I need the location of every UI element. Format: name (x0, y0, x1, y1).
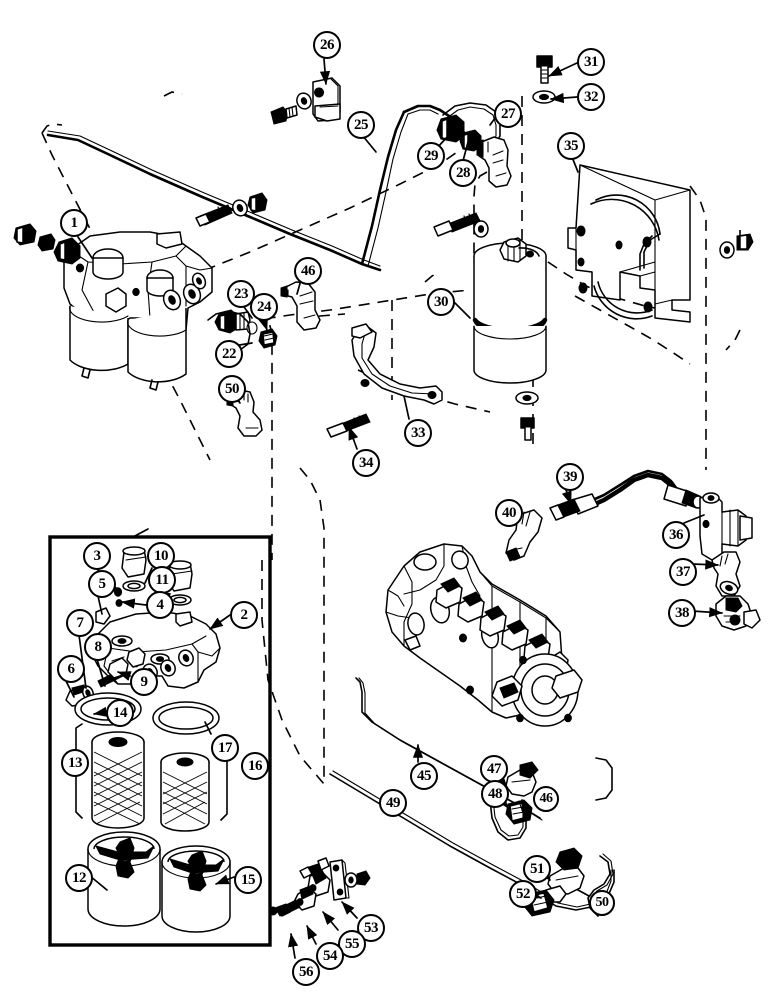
callout-balloon-connector-nut[interactable]: 29 (417, 142, 445, 170)
callout-balloon-gasket[interactable]: 7 (66, 609, 94, 637)
cap-screw-part-34 (326, 413, 371, 438)
inset-filter-bowl-right (161, 845, 231, 933)
callout-balloon-fuel-filter-canister[interactable]: 30 (427, 288, 455, 316)
callout-balloon-cap-screw[interactable]: 31 (577, 48, 605, 76)
tee-fitting-part-36 (699, 492, 753, 561)
bracket-46-group (595, 757, 613, 801)
washer-and-screw-near-26 (270, 92, 312, 125)
callout-balloon-connector-nut[interactable]: 48 (481, 780, 509, 808)
callout-balloon-clamp[interactable]: 54 (316, 942, 344, 970)
callout-balloon-fuel-line[interactable]: 50 (589, 890, 615, 916)
callout-balloon-element-seal[interactable]: 17 (211, 734, 239, 762)
inset-filter-bowl-left (87, 831, 161, 927)
fitting-part-22 (214, 309, 251, 334)
small-fitting-right-of-box (268, 903, 291, 917)
callout-balloon-elbow-fitting[interactable]: 51 (523, 855, 551, 883)
callout-balloon-cap-screw[interactable]: 56 (292, 958, 320, 986)
callout-balloon-mounting-bracket[interactable]: 35 (557, 132, 585, 160)
inset-box-frame (48, 535, 272, 947)
fuel-hose-part-39 (549, 469, 704, 521)
callout-balloon-fuel-hose[interactable]: 39 (556, 463, 584, 491)
callout-balloon-gasket[interactable]: 5 (88, 570, 116, 598)
callout-balloon-fuel-line-tube[interactable]: 27 (494, 100, 522, 128)
callout-balloon-drain-plug[interactable]: 6 (57, 655, 85, 683)
fuel-line-part-22-tube (207, 310, 251, 353)
callout-balloon-element-seal[interactable]: 14 (106, 699, 134, 727)
callout-balloon-elbow-fitting-group[interactable]: 46 (533, 786, 559, 812)
callout-balloon-check-valve[interactable]: 38 (668, 599, 696, 627)
connector-nut-part-48 (505, 799, 533, 825)
callout-balloon-elbow-fitting[interactable]: 37 (669, 558, 697, 586)
callout-balloon-filter-element-kit[interactable]: 13 (61, 749, 89, 777)
elbow-fitting-part-47 (505, 761, 539, 797)
clamp-part-54 (293, 885, 317, 911)
callout-balloon-elbow-fitting[interactable]: 47 (480, 755, 508, 783)
callout-balloon-gasket[interactable]: 4 (146, 591, 174, 619)
callout-balloon-valve[interactable]: 9 (130, 668, 158, 696)
connector-nut-part-29 (436, 114, 465, 143)
inset-filter-element-left (91, 731, 145, 829)
elbow-fitting-part-37 (711, 551, 741, 597)
callout-balloon-filter-bowl[interactable]: 15 (234, 866, 262, 894)
callout-balloon-elbow-fitting[interactable]: 50 (218, 375, 246, 403)
callout-balloon-gasket[interactable]: 11 (148, 566, 176, 594)
callout-balloon-bracket-clip[interactable]: 26 (313, 31, 341, 59)
callout-balloon-nut[interactable]: 24 (250, 293, 278, 321)
callout-balloon-spring[interactable]: 8 (84, 633, 112, 661)
callout-balloon-filter-element-kit[interactable]: 16 (241, 752, 269, 780)
elbow-fitting-part-40 (505, 509, 543, 562)
canister-hardware (433, 212, 539, 441)
callout-balloon-filter-bowl[interactable]: 12 (65, 864, 93, 892)
filter-clamp-strap-part-33 (351, 323, 443, 405)
callout-balloon-elbow-fitting[interactable]: 40 (495, 499, 523, 527)
inset-filter-element-right (160, 752, 210, 832)
cap-screw-part-31 (536, 55, 553, 84)
nut-part-24 (258, 328, 278, 349)
elbow-fitting-part-46 (280, 281, 321, 331)
lock-washer-part-32 (532, 90, 556, 104)
callout-balloon-connector-nut[interactable]: 52 (509, 880, 537, 908)
callout-balloon-fuel-return-line[interactable]: 25 (347, 111, 375, 139)
injection-pump (385, 543, 583, 727)
callout-balloon-plug[interactable]: 3 (83, 542, 111, 570)
callout-balloon-sleeve-nut[interactable]: 28 (449, 159, 477, 187)
callout-balloon-filter-clamp-strap[interactable]: 33 (404, 419, 432, 447)
hardware-near-53 (299, 857, 371, 888)
callout-balloon-filter-base[interactable]: 2 (230, 601, 258, 629)
bracket-clip-part-26 (312, 77, 341, 122)
callout-balloon-fuel-line[interactable]: 45 (410, 762, 438, 790)
check-valve-part-38 (715, 595, 761, 631)
elbow-fitting-near-28 (476, 136, 512, 188)
callout-balloon-cap-screw[interactable]: 34 (352, 449, 380, 477)
clamp-strap-part-53 (329, 859, 350, 901)
mounting-bracket-part-35 (567, 164, 691, 323)
filter-inlet-fittings (13, 223, 81, 265)
callout-balloon-lock-washer[interactable]: 32 (577, 83, 605, 111)
callout-balloon-fuel-line[interactable]: 22 (215, 340, 243, 368)
fuel-filter-canister-part-30 (472, 237, 548, 384)
bracket-hardware-right (719, 233, 754, 259)
cap-screw-and-washers-upper-left (195, 192, 268, 227)
callout-balloon-plug[interactable]: 10 (147, 542, 175, 570)
callout-balloon-elbow-fitting[interactable]: 46 (294, 257, 322, 285)
callout-balloon-fuel-line[interactable]: 49 (379, 789, 407, 817)
fuel-filter-assembly-part-1 (63, 231, 213, 391)
callout-balloon-tee-fitting[interactable]: 36 (662, 521, 690, 549)
callout-balloon-fuel-filter-assembly[interactable]: 1 (60, 209, 88, 237)
